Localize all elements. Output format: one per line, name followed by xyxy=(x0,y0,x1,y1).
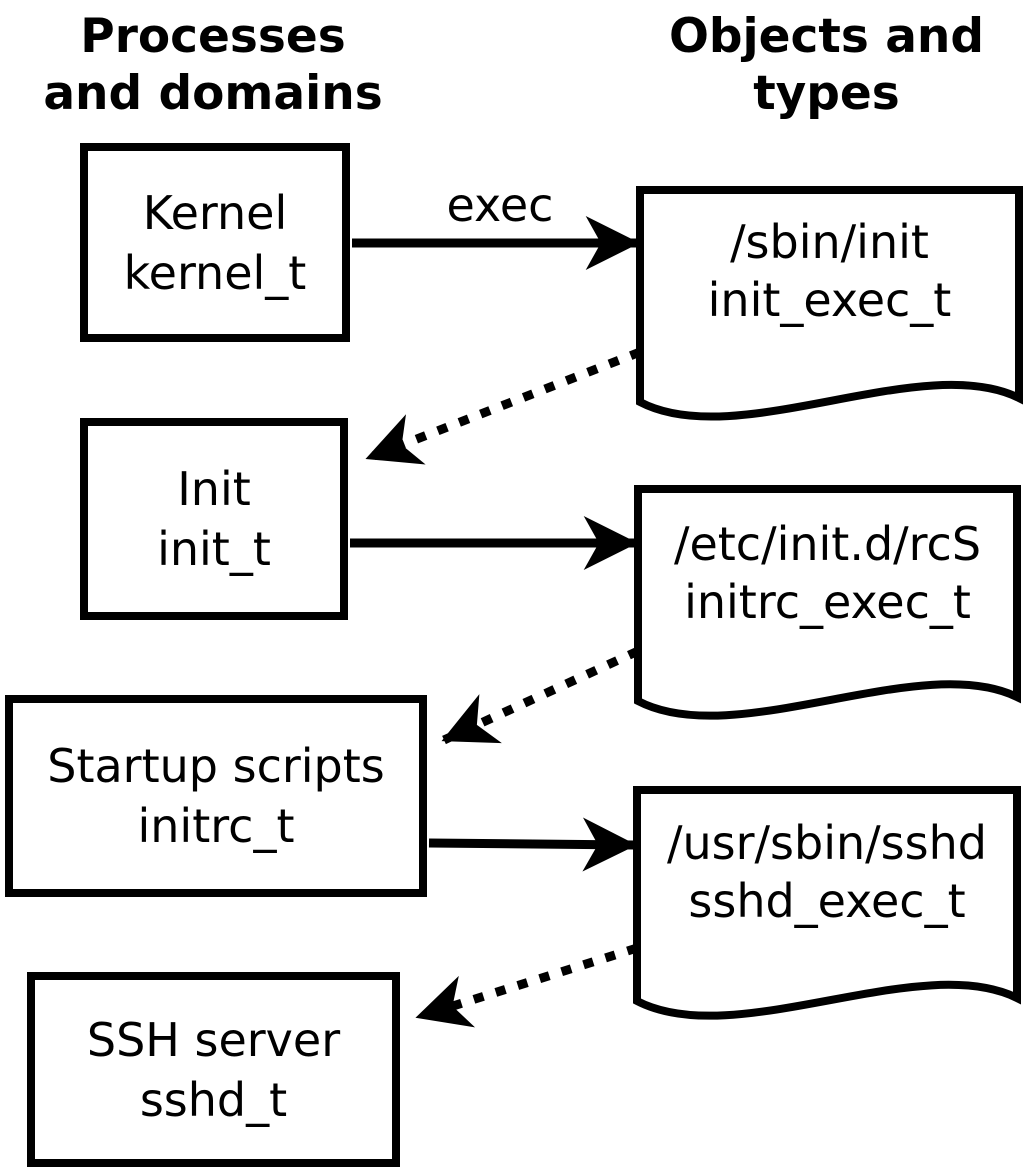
process-name: SSH server xyxy=(86,1012,341,1067)
header-line: types xyxy=(753,66,900,121)
document-shape-usr-sbin-sshd xyxy=(633,786,1021,1020)
process-domain: kernel_t xyxy=(123,245,307,300)
document-shape-sbin-init xyxy=(636,186,1023,421)
transition-arrow-initrc-exec-to-initrc-t xyxy=(441,646,640,745)
object-type: init_exec_t xyxy=(707,273,952,327)
transition-arrow-sshd-exec-to-sshd-t xyxy=(415,943,639,1028)
object-label-sbin-init: /sbin/init init_exec_t xyxy=(640,190,1019,352)
object-label-etc-initd-rcs: /etc/init.d/rcS initrc_exec_t xyxy=(638,489,1017,657)
header-line: Processes xyxy=(80,9,346,64)
transition-arrow-init-exec-to-init-t xyxy=(365,347,642,465)
header-line: Objects and xyxy=(668,9,985,64)
process-name: Kernel xyxy=(142,185,288,240)
object-path: /sbin/init xyxy=(730,215,929,269)
process-name: Startup scripts xyxy=(47,739,385,793)
object-path: /usr/sbin/sshd xyxy=(667,816,987,870)
column-header-processes-and-domains: Processes and domains xyxy=(13,8,413,122)
object-type: initrc_exec_t xyxy=(684,575,971,629)
process-box-ssh-server: SSH server sshd_t xyxy=(27,972,400,1167)
column-header-objects-and-types: Objects and types xyxy=(629,8,1024,122)
header-line: and domains xyxy=(43,66,383,121)
process-box-init: Init init_t xyxy=(80,418,348,620)
exec-arrow-label: exec xyxy=(446,178,554,232)
process-domain: sshd_t xyxy=(139,1072,288,1127)
object-label-usr-sbin-sshd: /usr/sbin/sshd sshd_exec_t xyxy=(637,790,1017,954)
exec-arrow-initrc-to-sshd xyxy=(428,817,637,872)
process-domain: init_t xyxy=(157,522,271,576)
process-box-startup-scripts: Startup scripts initrc_t xyxy=(5,695,427,897)
process-domain: initrc_t xyxy=(137,799,295,853)
process-box-kernel: Kernel kernel_t xyxy=(80,143,350,342)
document-shape-etc-initd-rcs xyxy=(634,485,1021,720)
object-type: sshd_exec_t xyxy=(688,874,966,928)
object-path: /etc/init.d/rcS xyxy=(673,517,982,571)
process-name: Init xyxy=(177,462,251,516)
